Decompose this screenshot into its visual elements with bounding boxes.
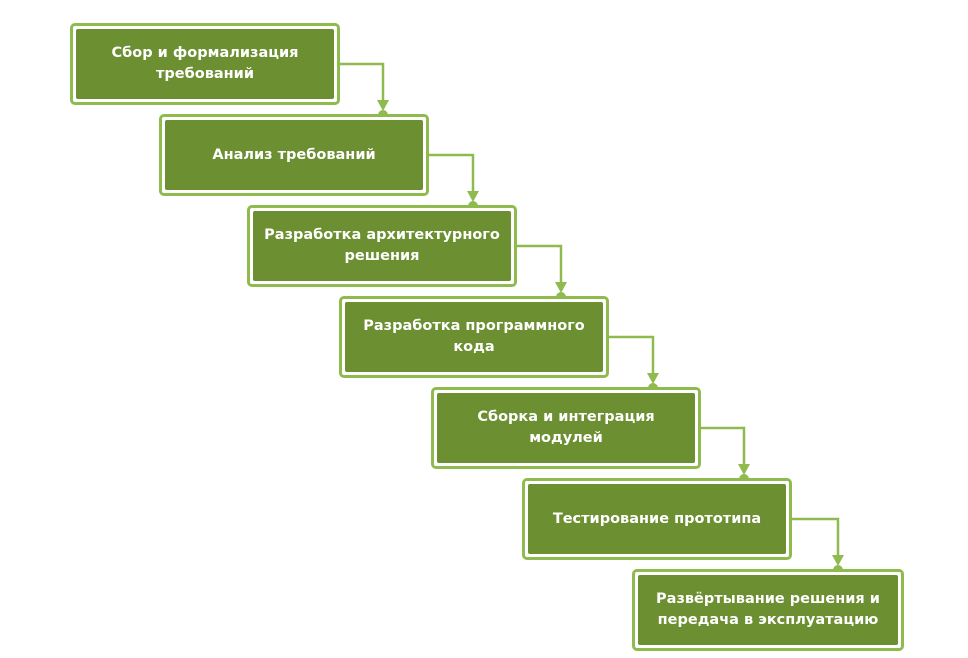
step-box-5: Сборка и интеграция модулей [431, 387, 701, 469]
step-box-7: Развёртывание решения и передача в экспл… [632, 569, 904, 651]
step-box-4: Разработка программного кода [339, 296, 609, 378]
step-label: Сборка и интеграция модулей [437, 393, 695, 463]
arrowhead-icon [555, 282, 567, 293]
arrowhead-icon [377, 100, 389, 111]
step-label: Анализ требований [165, 120, 423, 190]
connector-line [609, 335, 655, 377]
arrowhead-icon [738, 464, 750, 475]
step-label: Тестирование прототипа [528, 484, 786, 554]
step-label: Разработка архитектурного решения [253, 211, 511, 281]
connector-line [340, 62, 385, 104]
arrowhead-icon [467, 191, 479, 202]
connector-line [701, 426, 746, 468]
step-box-6: Тестирование прототипа [522, 478, 792, 560]
step-label: Разработка программного кода [345, 302, 603, 372]
step-box-1: Сбор и формализация требований [70, 23, 340, 105]
step-box-3: Разработка архитектурного решения [247, 205, 517, 287]
step-label: Развёртывание решения и передача в экспл… [638, 575, 898, 645]
connector-line [429, 153, 475, 195]
connector-line [517, 244, 563, 286]
step-box-2: Анализ требований [159, 114, 429, 196]
step-label: Сбор и формализация требований [76, 29, 334, 99]
arrowhead-icon [647, 373, 659, 384]
arrowhead-icon [832, 555, 844, 566]
connector-line [792, 517, 840, 559]
